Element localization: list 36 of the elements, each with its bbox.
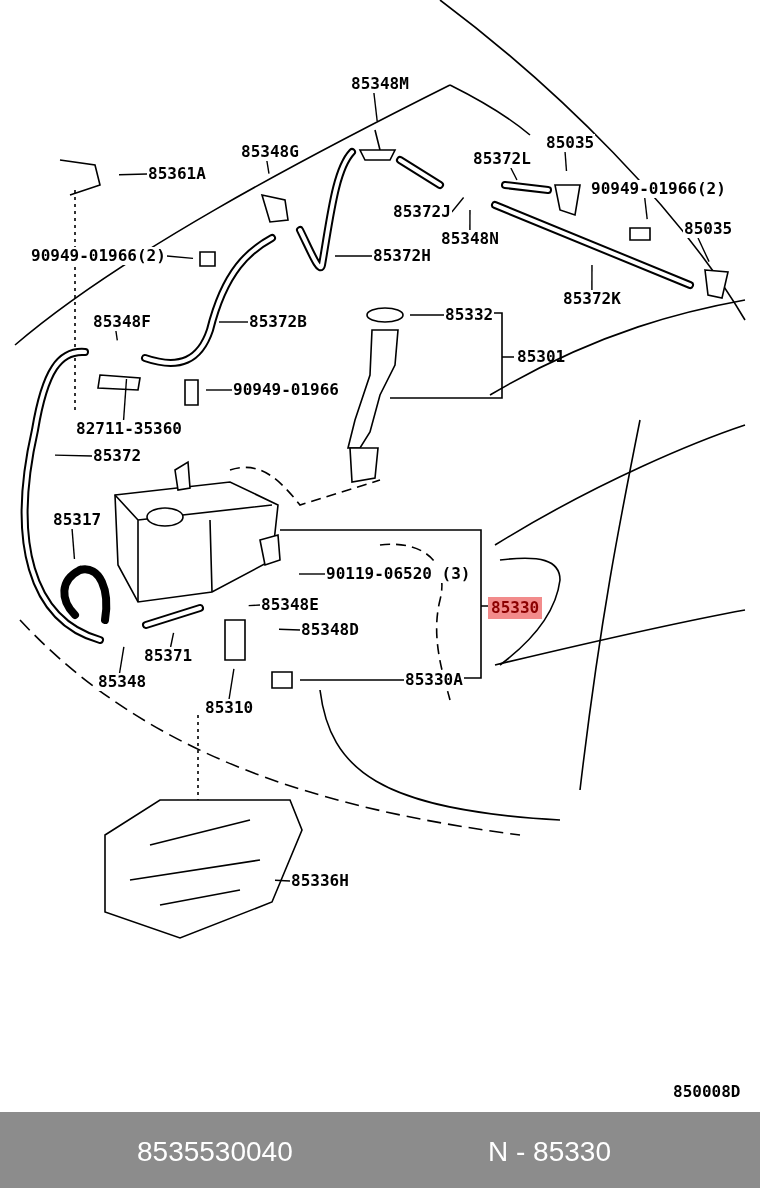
leader-line	[274, 879, 291, 882]
leader-line	[299, 679, 405, 681]
reference-number: N - 85330	[488, 1136, 611, 1168]
leader-line	[409, 314, 445, 316]
leader-line	[71, 528, 76, 560]
leader-line	[205, 389, 233, 391]
leader-line	[166, 255, 194, 260]
leader-line	[118, 173, 148, 176]
leader-line	[228, 668, 235, 700]
leader-line	[218, 321, 249, 323]
leader-line	[247, 604, 261, 607]
part-number: 85330A	[404, 671, 464, 689]
leader-line	[266, 160, 270, 175]
part-number: 85330	[488, 597, 543, 619]
leader-line	[564, 151, 568, 172]
leader-line	[334, 255, 373, 257]
part-number: 85372L	[472, 150, 532, 168]
part-number: 85301	[516, 348, 567, 366]
part-number: 8535530040	[137, 1136, 293, 1168]
leader-line	[115, 330, 118, 342]
leader-line	[510, 167, 518, 181]
leader-line	[451, 196, 465, 213]
leader-line	[298, 573, 326, 575]
part-number: 85035	[683, 220, 734, 238]
leader-line	[54, 454, 93, 457]
leader-line	[469, 209, 471, 231]
leader-line	[122, 378, 128, 421]
leader-line	[644, 197, 648, 220]
part-number: 90949-01966(2)	[30, 247, 167, 265]
leader-line	[118, 646, 125, 674]
leader-line	[278, 628, 301, 631]
leader-line	[169, 632, 175, 648]
leader-line	[373, 92, 378, 122]
leader-line	[697, 237, 710, 263]
part-number: 85348	[97, 673, 148, 691]
leader-line	[591, 264, 593, 291]
